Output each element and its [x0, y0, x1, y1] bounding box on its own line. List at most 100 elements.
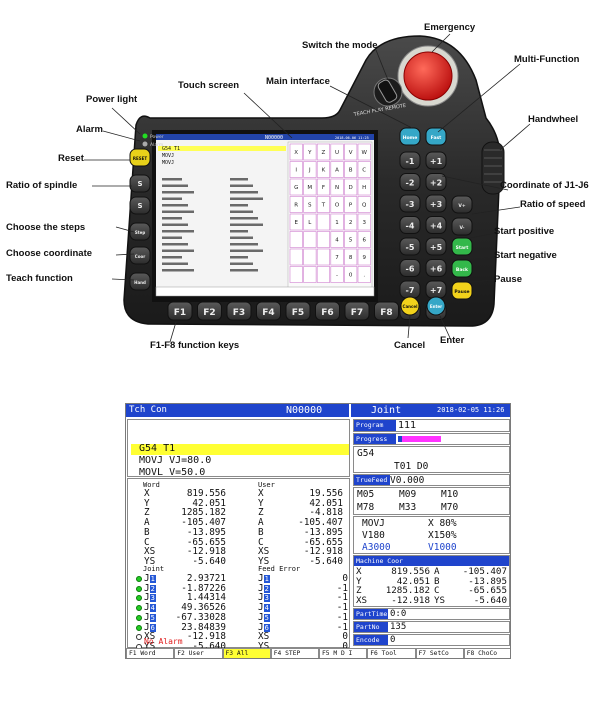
label-coord-j1-j6: Coordinate of J1-J6	[500, 180, 589, 191]
cancel-button[interactable]: Cancel	[400, 296, 420, 316]
pause-button[interactable]: Pause	[451, 281, 473, 300]
device-keypad-key: Q	[362, 203, 367, 209]
jog-key[interactable]: +2	[425, 173, 447, 191]
device-keypad-key: M	[307, 185, 312, 191]
enter-button[interactable]: Enter	[426, 296, 446, 316]
speed-up-button[interactable]: V+	[451, 195, 473, 214]
device-screen-line: MOVJ	[162, 160, 174, 166]
pendant-key-f5[interactable]: F5	[285, 301, 311, 321]
pendant-key-f4[interactable]: F4	[256, 301, 281, 321]
device-keypad-key: Y	[307, 150, 312, 156]
start-button[interactable]: Start	[451, 237, 473, 256]
parttime-label: PartTime	[354, 609, 388, 619]
function-key-f8[interactable]: F8 ChoCo	[463, 648, 510, 658]
device-keypad-key: C	[362, 168, 366, 174]
m-code: M78	[357, 502, 375, 513]
left-button-3[interactable]: S	[129, 196, 151, 215]
jog-key[interactable]: +3	[425, 194, 447, 213]
coord-label: YS	[258, 555, 270, 567]
coord-value: -5.640	[192, 640, 226, 652]
label-ratio-spindle: Ratio of spindle	[6, 180, 78, 191]
coord-label: J6	[144, 621, 156, 633]
pendant-key-f7[interactable]: F7	[344, 301, 370, 321]
svg-text:Cancel: Cancel	[403, 304, 419, 309]
jog-key[interactable]: +5	[425, 237, 447, 256]
jog-key[interactable]: -5	[399, 237, 421, 256]
jog-key[interactable]: -6	[399, 259, 421, 277]
device-keypad-key: E	[294, 220, 298, 226]
program-listing[interactable]: G54 T1 MOVJ VJ=80.0 MOVL V=50.0	[127, 419, 350, 478]
coord-row: YS-5.640	[144, 556, 226, 567]
coord-row: J5-67.33028	[136, 612, 226, 623]
machine-axis-value: -105.407	[462, 566, 507, 577]
jog-key[interactable]: +1	[425, 151, 447, 170]
coord-label: J2	[144, 582, 156, 594]
coord-label: YS	[144, 640, 156, 652]
jog-key[interactable]: +7	[425, 280, 447, 299]
function-key-f6[interactable]: F6 Tool	[367, 648, 416, 658]
jog-key[interactable]: -4	[399, 216, 421, 234]
device-keypad-key: 6	[362, 238, 366, 244]
jog-key[interactable]: +4	[425, 216, 447, 234]
function-key-f7[interactable]: F7 SetCo	[415, 648, 464, 658]
coord-value: 819.556	[186, 488, 226, 499]
joint-title: Joint	[143, 565, 165, 573]
pendant-key-f2[interactable]: F2	[197, 301, 222, 321]
jog-key[interactable]: -3	[399, 194, 421, 213]
pendant-key-f6[interactable]: F6	[315, 301, 340, 321]
encode-row: Encode 0	[353, 634, 510, 646]
coord-label: J4	[144, 602, 156, 614]
pendant-key-f8[interactable]: F8	[374, 301, 399, 321]
function-key-f2[interactable]: F2 User	[174, 648, 223, 658]
jog-key[interactable]: -2	[399, 173, 421, 191]
m-code: M33	[399, 502, 417, 513]
program-row[interactable]: Program 111	[353, 419, 510, 432]
home-button[interactable]: Home	[399, 127, 421, 146]
svg-text:Start: Start	[456, 245, 470, 251]
svg-text:Fast: Fast	[431, 135, 443, 141]
pendant-key-f1[interactable]: F1	[167, 301, 193, 321]
m-code: M05	[357, 489, 375, 500]
coord-value: 0	[342, 573, 348, 584]
speed-down-button[interactable]: V-	[451, 217, 473, 236]
label-main-interface: Main interface	[266, 76, 330, 87]
coord-label: J1	[258, 573, 270, 584]
coord-value: -13.895	[186, 526, 226, 538]
back-button[interactable]: Back	[451, 259, 473, 278]
function-key-f5[interactable]: F5 M D I	[319, 648, 368, 658]
device-keypad-key: .	[363, 273, 365, 279]
device-keypad-key: Z	[322, 150, 326, 156]
label-pause: Pause	[494, 274, 522, 285]
device-keypad-key: 9	[362, 255, 366, 261]
left-button-4[interactable]: Step	[129, 222, 151, 241]
coord-label: XS	[258, 546, 270, 558]
function-key-f3[interactable]: F3 All	[222, 648, 271, 658]
function-key-f1[interactable]: F1 Word	[126, 648, 175, 658]
function-key-f4[interactable]: F4 STEP	[270, 648, 319, 658]
coord-value: -65.655	[303, 536, 343, 548]
left-button-2[interactable]: S	[129, 174, 151, 193]
jog-key[interactable]: -7	[399, 280, 421, 299]
coord-label: XS	[258, 631, 270, 643]
joint-active-icon	[136, 595, 142, 602]
coord-row: B -13.895	[144, 526, 226, 538]
device-keypad-key: B	[349, 168, 353, 174]
pendant-key-f3[interactable]: F3	[226, 301, 252, 321]
fast-button[interactable]: Fast	[425, 127, 447, 146]
left-button-1[interactable]: RESET	[129, 148, 151, 167]
device-keypad-key: R	[294, 203, 298, 209]
left-button-5[interactable]: Coor	[129, 246, 151, 265]
jog-key[interactable]: -1	[399, 151, 421, 170]
joint-active-icon	[136, 624, 142, 631]
coord-label: B	[144, 526, 150, 538]
left-button-6[interactable]: Hand	[129, 272, 151, 291]
truefeed-row: TrueFeed V0.000	[353, 474, 510, 486]
jog-key[interactable]: +6	[425, 259, 447, 277]
svg-text:F2: F2	[203, 308, 215, 318]
cnc-screen: Tch Con N00000 Joint 2018-02-05 11:26 G5…	[125, 403, 511, 659]
coord-row: YS-5.640	[258, 555, 343, 567]
